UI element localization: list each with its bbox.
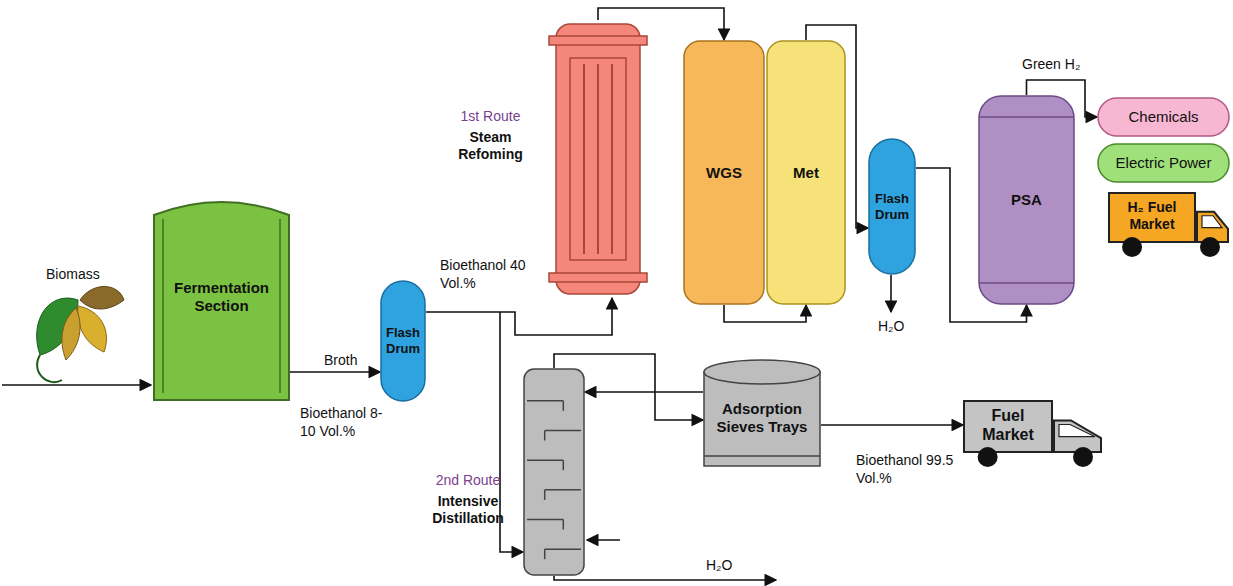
node-text: Fuel Market xyxy=(966,406,1050,444)
h2-truck: H₂ Fuel Market xyxy=(1108,192,1230,258)
adsorption-sieves: Adsorption Sieves Trays xyxy=(703,358,821,470)
route-heading: 2nd RouteIntensive Distillation xyxy=(423,472,513,530)
text-area: PSA xyxy=(978,119,1075,281)
text-area: Adsorption Sieves Trays xyxy=(703,384,821,452)
concentration-label: Bioethanol 8-10 Vol.% xyxy=(300,405,390,440)
methanation-reactor: Met xyxy=(766,40,846,305)
text-area: Met xyxy=(766,40,846,305)
product-pill: Chemicals xyxy=(1097,97,1230,137)
text-area: Flash Drum xyxy=(868,138,916,275)
node-text: Adsorption Sieves Trays xyxy=(703,400,821,436)
steam-reformer: 1st RouteSteam Refoming xyxy=(548,20,648,298)
stream-label: Green H₂ xyxy=(1020,56,1082,74)
process-stream xyxy=(290,371,380,373)
feed-arrow xyxy=(2,384,151,386)
water-label: H₂O xyxy=(706,557,732,575)
distillation-column-outline xyxy=(523,368,585,576)
text-area: Fermentation Section xyxy=(153,193,290,401)
node-text: Electric Power xyxy=(1106,154,1222,172)
text-area: Electric Power xyxy=(1097,143,1230,183)
node-text: Met xyxy=(787,164,825,182)
product-label: Bioethanol 99.5 Vol.% xyxy=(856,452,956,487)
fermentation-tank: Fermentation Section xyxy=(153,193,290,401)
node-text: Flash Drum xyxy=(868,191,916,222)
text-area: Chemicals xyxy=(1097,97,1230,137)
node-text: WGS xyxy=(700,164,748,182)
route-heading: 1st RouteSteam Refoming xyxy=(443,108,538,166)
flash-drum: Flash Drum xyxy=(380,280,426,402)
text-area: Fuel Market xyxy=(966,403,1050,447)
process-stream xyxy=(426,298,612,335)
node-text: H₂ Fuel Market xyxy=(1111,199,1193,233)
node-text: Chemicals xyxy=(1118,108,1208,126)
route-name: Intensive Distillation xyxy=(423,493,513,527)
node-text: Flash Drum xyxy=(380,325,426,356)
text-area: H₂ Fuel Market xyxy=(1111,195,1193,237)
node-text: Fermentation Section xyxy=(153,279,290,315)
steam-reformer-outline xyxy=(548,20,648,298)
stream-label: Broth xyxy=(324,352,357,370)
process-stream xyxy=(585,391,703,393)
reboiler-return-arrow xyxy=(587,539,620,541)
text-area: Flash Drum xyxy=(380,280,426,402)
process-stream xyxy=(821,424,963,426)
flash-drum: Flash Drum xyxy=(868,138,916,275)
water-label: H₂O xyxy=(878,318,904,336)
water-outlet-arrow xyxy=(890,275,892,312)
route-number: 1st Route xyxy=(443,108,538,125)
fuel-truck: Fuel Market xyxy=(963,400,1103,468)
distillation-column: 2nd RouteIntensive Distillation xyxy=(523,368,585,576)
product-pill: Electric Power xyxy=(1097,143,1230,183)
concentration-label: Bioethanol 40 Vol.% xyxy=(440,257,540,292)
process-stream xyxy=(724,305,806,322)
psa-unit: PSA xyxy=(978,95,1075,305)
water-outlet-arrow xyxy=(554,576,776,580)
route-name: Steam Refoming xyxy=(443,129,538,163)
feed-label: Biomass xyxy=(46,266,100,284)
route-number: 2nd Route xyxy=(423,472,513,489)
biomass-leaves xyxy=(37,287,124,383)
wgs-reactor: WGS xyxy=(683,40,765,305)
text-area: WGS xyxy=(683,40,765,305)
node-text: PSA xyxy=(1005,191,1048,209)
